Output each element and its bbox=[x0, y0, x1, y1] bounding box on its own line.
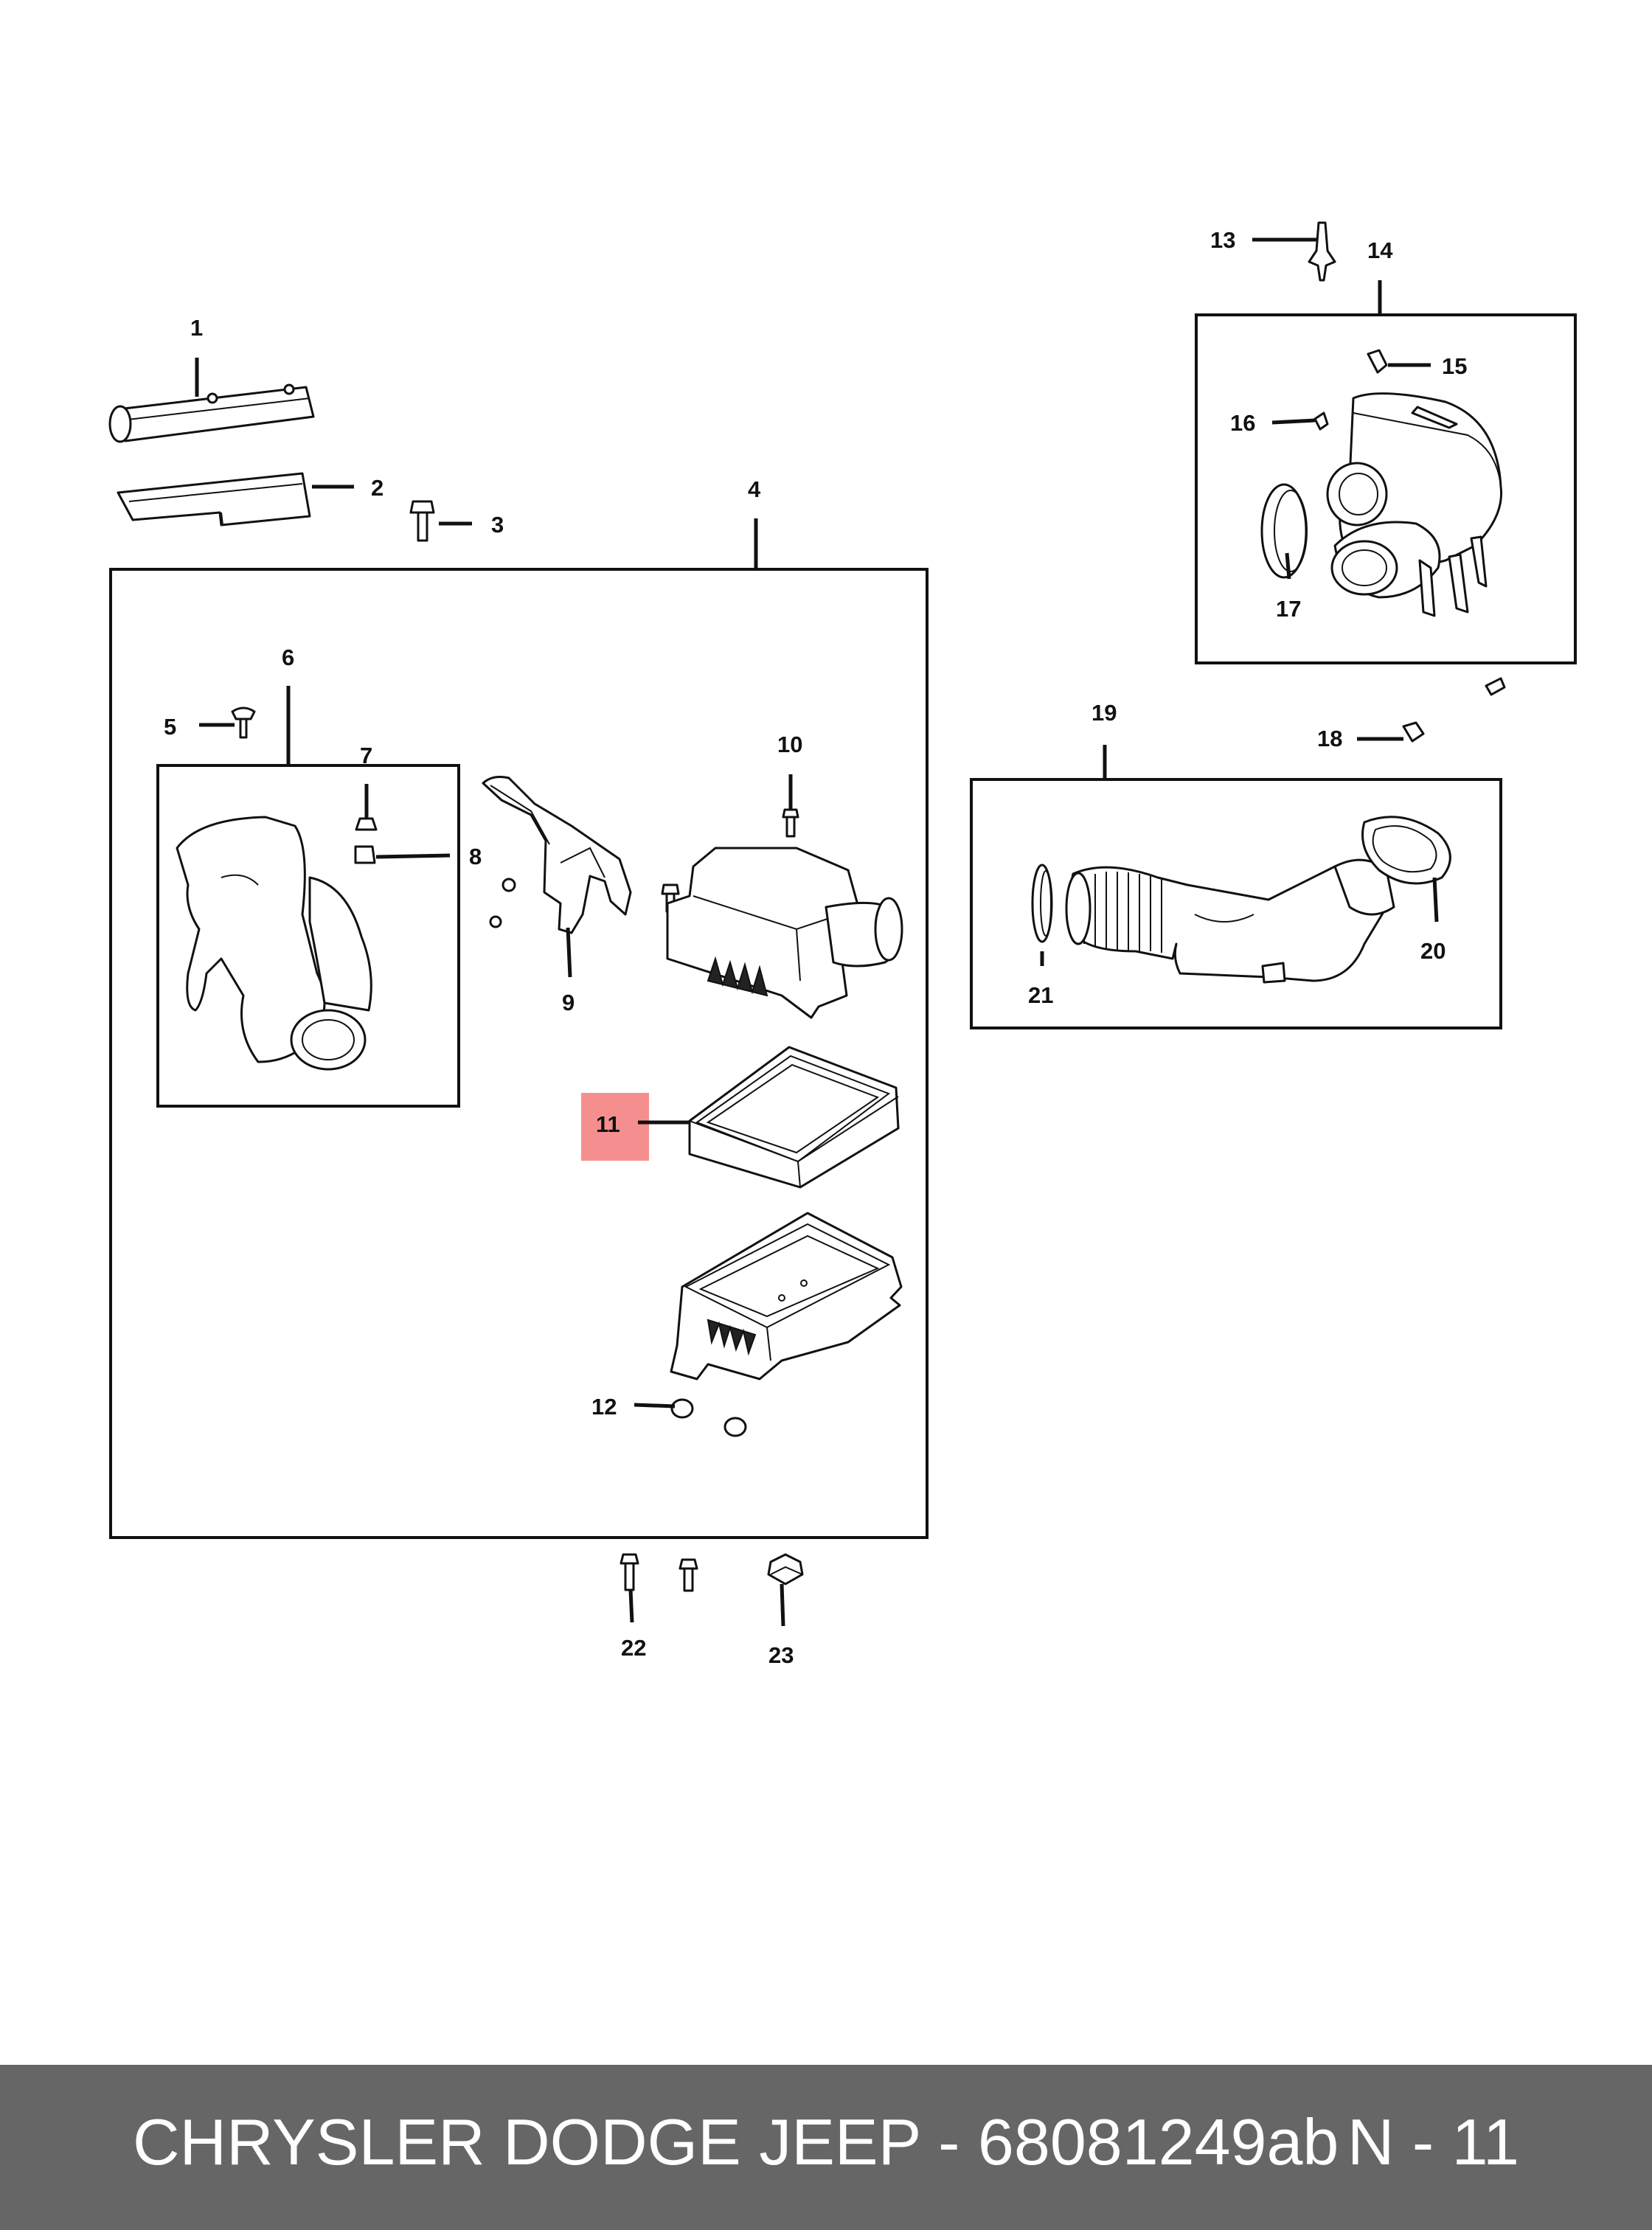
part-14-resonator bbox=[1326, 392, 1503, 617]
callout-18: 18 bbox=[1317, 726, 1342, 751]
footer-part-title: CHRYSLER DODGE JEEP - 68081249ab bbox=[133, 2105, 1339, 2178]
assembly-box-14 bbox=[1195, 313, 1577, 664]
part-15-clip bbox=[1367, 349, 1388, 374]
assembly-box-6 bbox=[156, 764, 460, 1108]
callout-22: 22 bbox=[621, 1635, 646, 1661]
part-airbox-cover bbox=[666, 847, 903, 1019]
callout-8: 8 bbox=[469, 844, 482, 869]
part-12-lower-airbox bbox=[670, 1212, 903, 1437]
part-1-duct bbox=[108, 383, 315, 443]
callout-11-highlight bbox=[581, 1093, 649, 1161]
callout-4: 4 bbox=[748, 476, 761, 502]
part-23-nut bbox=[767, 1553, 804, 1585]
part-7-clip bbox=[355, 817, 378, 831]
part-20-seal bbox=[1361, 816, 1451, 885]
callout-3: 3 bbox=[491, 512, 504, 538]
callout-14: 14 bbox=[1367, 237, 1393, 263]
part-21-clamp bbox=[1031, 864, 1053, 943]
callout-12: 12 bbox=[591, 1394, 617, 1420]
callout-17: 17 bbox=[1276, 596, 1301, 622]
callout-21: 21 bbox=[1028, 982, 1053, 1008]
part-6-intake-duct bbox=[176, 816, 372, 1071]
callout-19: 19 bbox=[1092, 700, 1117, 726]
part-16-clip bbox=[1313, 411, 1329, 431]
part-9-bracket bbox=[482, 776, 632, 934]
part-22-bolt bbox=[620, 1553, 698, 1592]
callout-10: 10 bbox=[777, 732, 802, 757]
callout-1: 1 bbox=[190, 315, 203, 341]
part-5-fastener bbox=[231, 706, 256, 739]
part-13-push-pin bbox=[1308, 221, 1336, 282]
callout-16: 16 bbox=[1230, 410, 1255, 436]
callout-15: 15 bbox=[1442, 353, 1467, 379]
callout-5: 5 bbox=[164, 714, 176, 740]
part-2-duct-seal bbox=[117, 472, 311, 527]
leader-lines bbox=[195, 237, 1439, 1627]
part-10-bolt bbox=[782, 808, 799, 838]
callout-23: 23 bbox=[768, 1642, 794, 1668]
footer-bar: CHRYSLER DODGE JEEP - 68081249ab N - 11 bbox=[0, 2065, 1652, 2230]
part-17-seal bbox=[1260, 483, 1308, 579]
callout-6: 6 bbox=[282, 645, 294, 670]
part-3-bolt bbox=[409, 500, 435, 542]
callout-9: 9 bbox=[562, 990, 575, 1015]
callout-numbers: 1 2 3 4 5 6 7 8 9 10 11 12 13 14 15 16 1… bbox=[164, 227, 1467, 1668]
callout-20: 20 bbox=[1420, 938, 1446, 964]
callout-7: 7 bbox=[360, 743, 372, 768]
part-11-air-filter bbox=[688, 1046, 900, 1189]
callout-13: 13 bbox=[1210, 227, 1235, 253]
part-8-clip bbox=[354, 845, 376, 864]
parts-diagram: 1 2 3 4 5 6 7 8 9 10 11 12 13 14 15 16 1… bbox=[108, 221, 1577, 1668]
callout-2: 2 bbox=[371, 475, 384, 501]
footer-page-label: N - 11 bbox=[1347, 2105, 1519, 2178]
assembly-box-4 bbox=[109, 568, 929, 1539]
part-18-fastener bbox=[1402, 677, 1506, 743]
callout-11: 11 bbox=[596, 1111, 620, 1137]
part-19-intake-tube bbox=[1065, 858, 1395, 984]
assembly-box-19 bbox=[970, 778, 1502, 1029]
